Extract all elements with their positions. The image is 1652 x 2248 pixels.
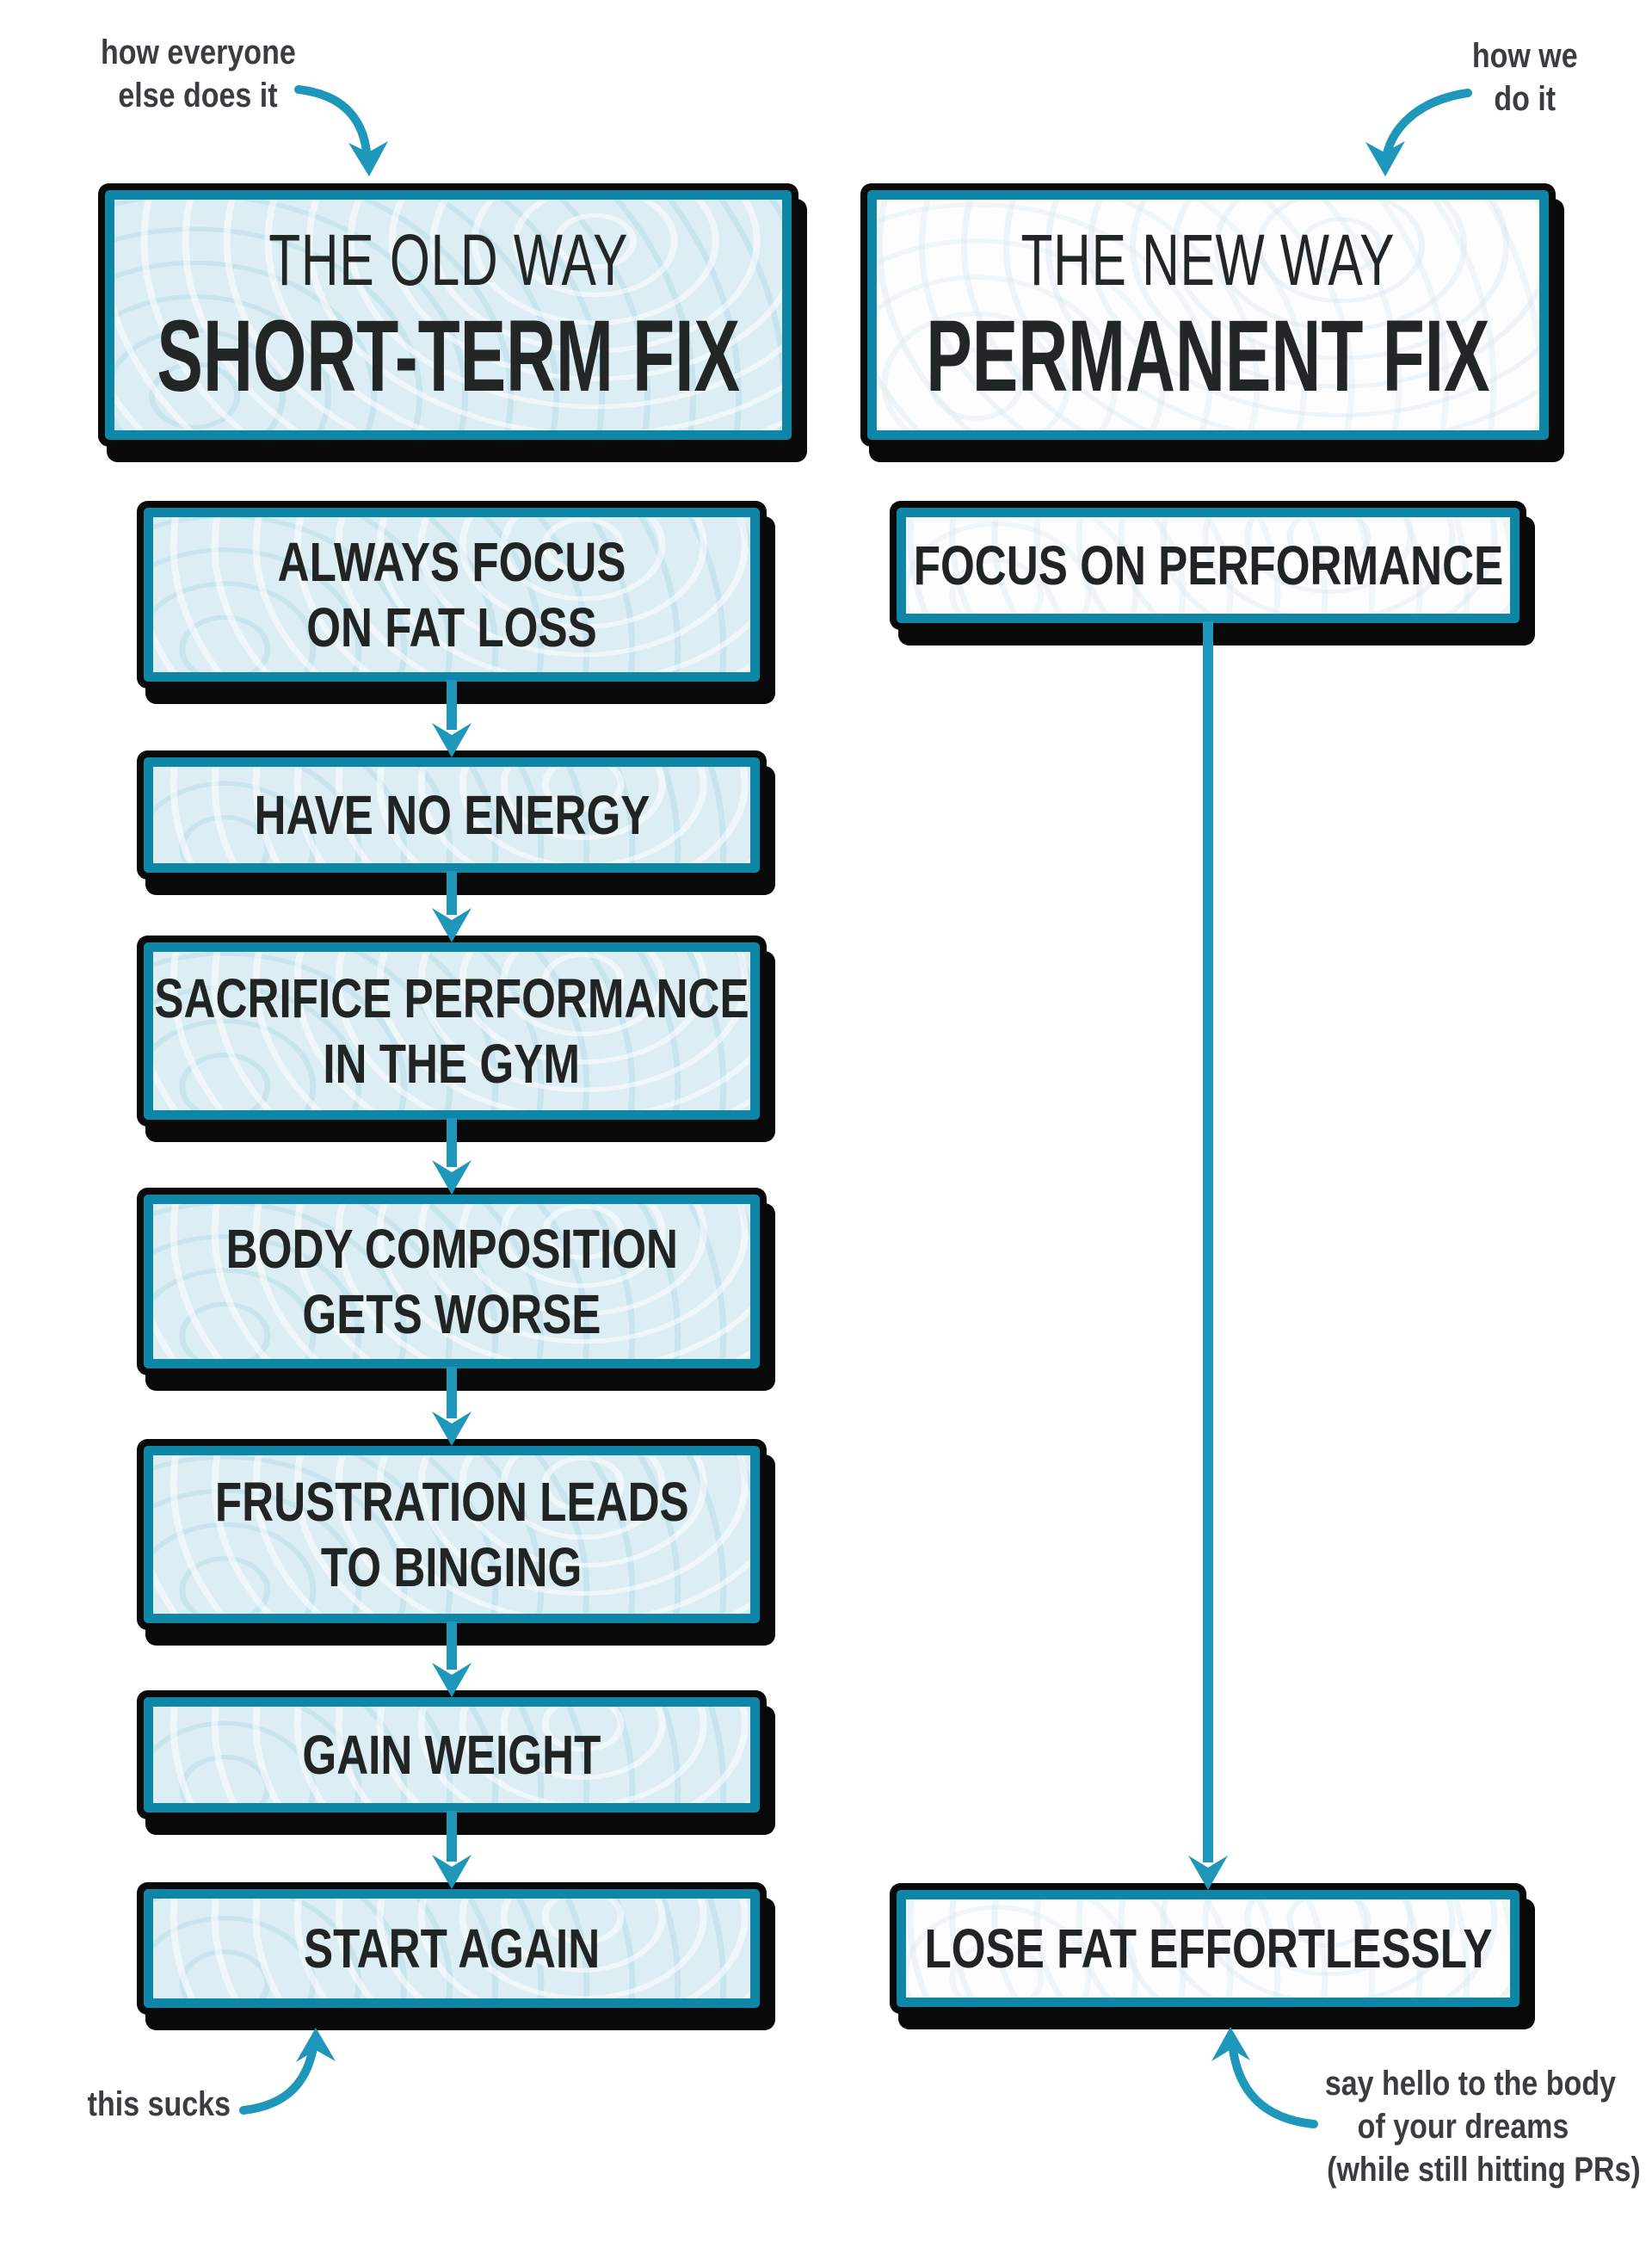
flow-arrow-3-icon xyxy=(432,1118,472,1195)
annotation-top-left: how everyone else does it xyxy=(60,31,336,117)
flow-arrow-head xyxy=(432,1411,472,1446)
step-label-line: START AGAIN xyxy=(267,1916,637,1981)
step-label-line: FRUSTRATION LEADS xyxy=(156,1469,749,1535)
annotation-line: say hello to the body xyxy=(1299,2062,1626,2105)
old-way-kicker-text: THE OLD WAY xyxy=(268,219,628,300)
annotation-top-right: how we do it xyxy=(1439,34,1611,120)
step-text: IN THE GYM xyxy=(323,1033,581,1095)
flow-arrow-head xyxy=(432,723,472,757)
step-label-line: IN THE GYM xyxy=(291,1031,612,1096)
step-have-no-energy: HAVE NO ENERGY xyxy=(144,757,760,873)
step-text: FOCUS ON PERFORMANCE xyxy=(913,534,1503,596)
annotation-bottom-left: this sucks xyxy=(73,2083,245,2126)
step-label-line: FOCUS ON PERFORMANCE xyxy=(840,533,1577,598)
curved-arrow-line xyxy=(239,2039,318,2115)
annotation-line: do it xyxy=(1439,77,1611,120)
annotation-line: of your dreams xyxy=(1299,2105,1626,2148)
curved-arrow-head xyxy=(348,141,388,176)
annotation-bottom-right: say hello to the body of your dreams (wh… xyxy=(1299,2062,1641,2191)
step-text: SACRIFICE PERFORMANCE xyxy=(154,967,749,1029)
new-way-kicker: THE NEW WAY xyxy=(948,220,1468,300)
new-way-kicker-text: THE NEW WAY xyxy=(1020,219,1396,300)
step-text: FRUSTRATION LEADS xyxy=(214,1471,689,1533)
new-way-title-text: PERMANENT FIX xyxy=(926,300,1490,413)
step-label-line: HAVE NO ENERGY xyxy=(205,782,700,848)
annotation-line: this sucks xyxy=(73,2083,245,2126)
step-text: ALWAYS FOCUS xyxy=(277,531,626,593)
step-label-line: TO BINGING xyxy=(288,1535,614,1600)
step-label-line: BODY COMPOSITION xyxy=(170,1216,735,1281)
flow-arrow-long-icon xyxy=(1188,621,1228,1890)
step-text: ON FAT LOSS xyxy=(306,596,597,658)
step-start-again: START AGAIN xyxy=(144,1889,760,2008)
flow-arrow-6-icon xyxy=(432,1811,472,1889)
old-way-header-box: THE OLD WAY SHORT-TERM FIX xyxy=(105,190,792,440)
annotation-text: do it xyxy=(1494,80,1556,118)
curved-arrow-head xyxy=(1211,2027,1250,2061)
step-text: TO BINGING xyxy=(321,1536,583,1598)
step-text: LOSE FAT EFFORTLESSLY xyxy=(924,1918,1492,1979)
step-text: START AGAIN xyxy=(303,1918,601,1979)
annotation-text: (while still hitting PRs) xyxy=(1327,2151,1641,2189)
step-focus-on-performance: FOCUS ON PERFORMANCE xyxy=(897,508,1519,623)
old-way-kicker: THE OLD WAY xyxy=(199,220,698,300)
flow-arrow-5-icon xyxy=(432,1621,472,1697)
flow-arrow-4-icon xyxy=(432,1367,472,1446)
step-always-focus-on-fat-loss: ALWAYS FOCUS ON FAT LOSS xyxy=(144,508,760,682)
annotation-line: else does it xyxy=(60,74,336,117)
step-text: GAIN WEIGHT xyxy=(302,1724,601,1786)
curved-arrow-bottom-left-icon xyxy=(239,2028,336,2115)
annotation-text: of your dreams xyxy=(1357,2108,1569,2146)
step-label-line: ON FAT LOSS xyxy=(270,595,633,660)
step-label-line: SACRIFICE PERFORMANCE xyxy=(80,966,823,1031)
old-way-title: SHORT-TERM FIX xyxy=(20,303,877,410)
step-text: BODY COMPOSITION xyxy=(225,1218,678,1280)
old-way-title-text: SHORT-TERM FIX xyxy=(157,300,740,413)
step-label-line: ALWAYS FOCUS xyxy=(234,529,669,595)
annotation-text: say hello to the body xyxy=(1324,2065,1617,2103)
annotation-line: how everyone xyxy=(60,31,336,74)
new-way-header-box: THE NEW WAY PERMANENT FIX xyxy=(867,190,1549,440)
step-label-line: GETS WORSE xyxy=(265,1281,638,1347)
step-label-line: LOSE FAT EFFORTLESSLY xyxy=(854,1916,1563,1981)
step-body-composition-worse: BODY COMPOSITION GETS WORSE xyxy=(144,1195,760,1368)
flow-arrow-1-icon xyxy=(432,680,472,757)
step-lose-fat-effortlessly: LOSE FAT EFFORTLESSLY xyxy=(897,1890,1519,2007)
step-text: GETS WORSE xyxy=(302,1283,601,1345)
step-text: HAVE NO ENERGY xyxy=(254,784,650,846)
flow-arrow-head xyxy=(432,908,472,942)
annotation-text: this sucks xyxy=(87,2085,231,2123)
flow-arrow-head xyxy=(432,1663,472,1697)
step-frustration-binging: FRUSTRATION LEADS TO BINGING xyxy=(144,1446,760,1623)
step-gain-weight: GAIN WEIGHT xyxy=(144,1697,760,1813)
curved-arrow-head xyxy=(296,2028,336,2062)
annotation-line: (while still hitting PRs) xyxy=(1299,2148,1641,2191)
annotation-text: how everyone xyxy=(100,34,296,71)
step-label-line: GAIN WEIGHT xyxy=(265,1722,638,1788)
curved-arrow-head xyxy=(1365,141,1405,176)
flow-arrow-2-icon xyxy=(432,871,472,942)
flow-arrow-head xyxy=(432,1855,472,1889)
annotation-text: else does it xyxy=(118,77,278,114)
annotation-line: how we xyxy=(1439,34,1611,77)
annotation-text: how we xyxy=(1471,37,1578,75)
new-way-title: PERMANENT FIX xyxy=(793,303,1623,410)
step-sacrifice-performance: SACRIFICE PERFORMANCE IN THE GYM xyxy=(144,942,760,1120)
flow-arrow-head xyxy=(432,1160,472,1195)
flow-arrow-head xyxy=(1188,1856,1228,1890)
